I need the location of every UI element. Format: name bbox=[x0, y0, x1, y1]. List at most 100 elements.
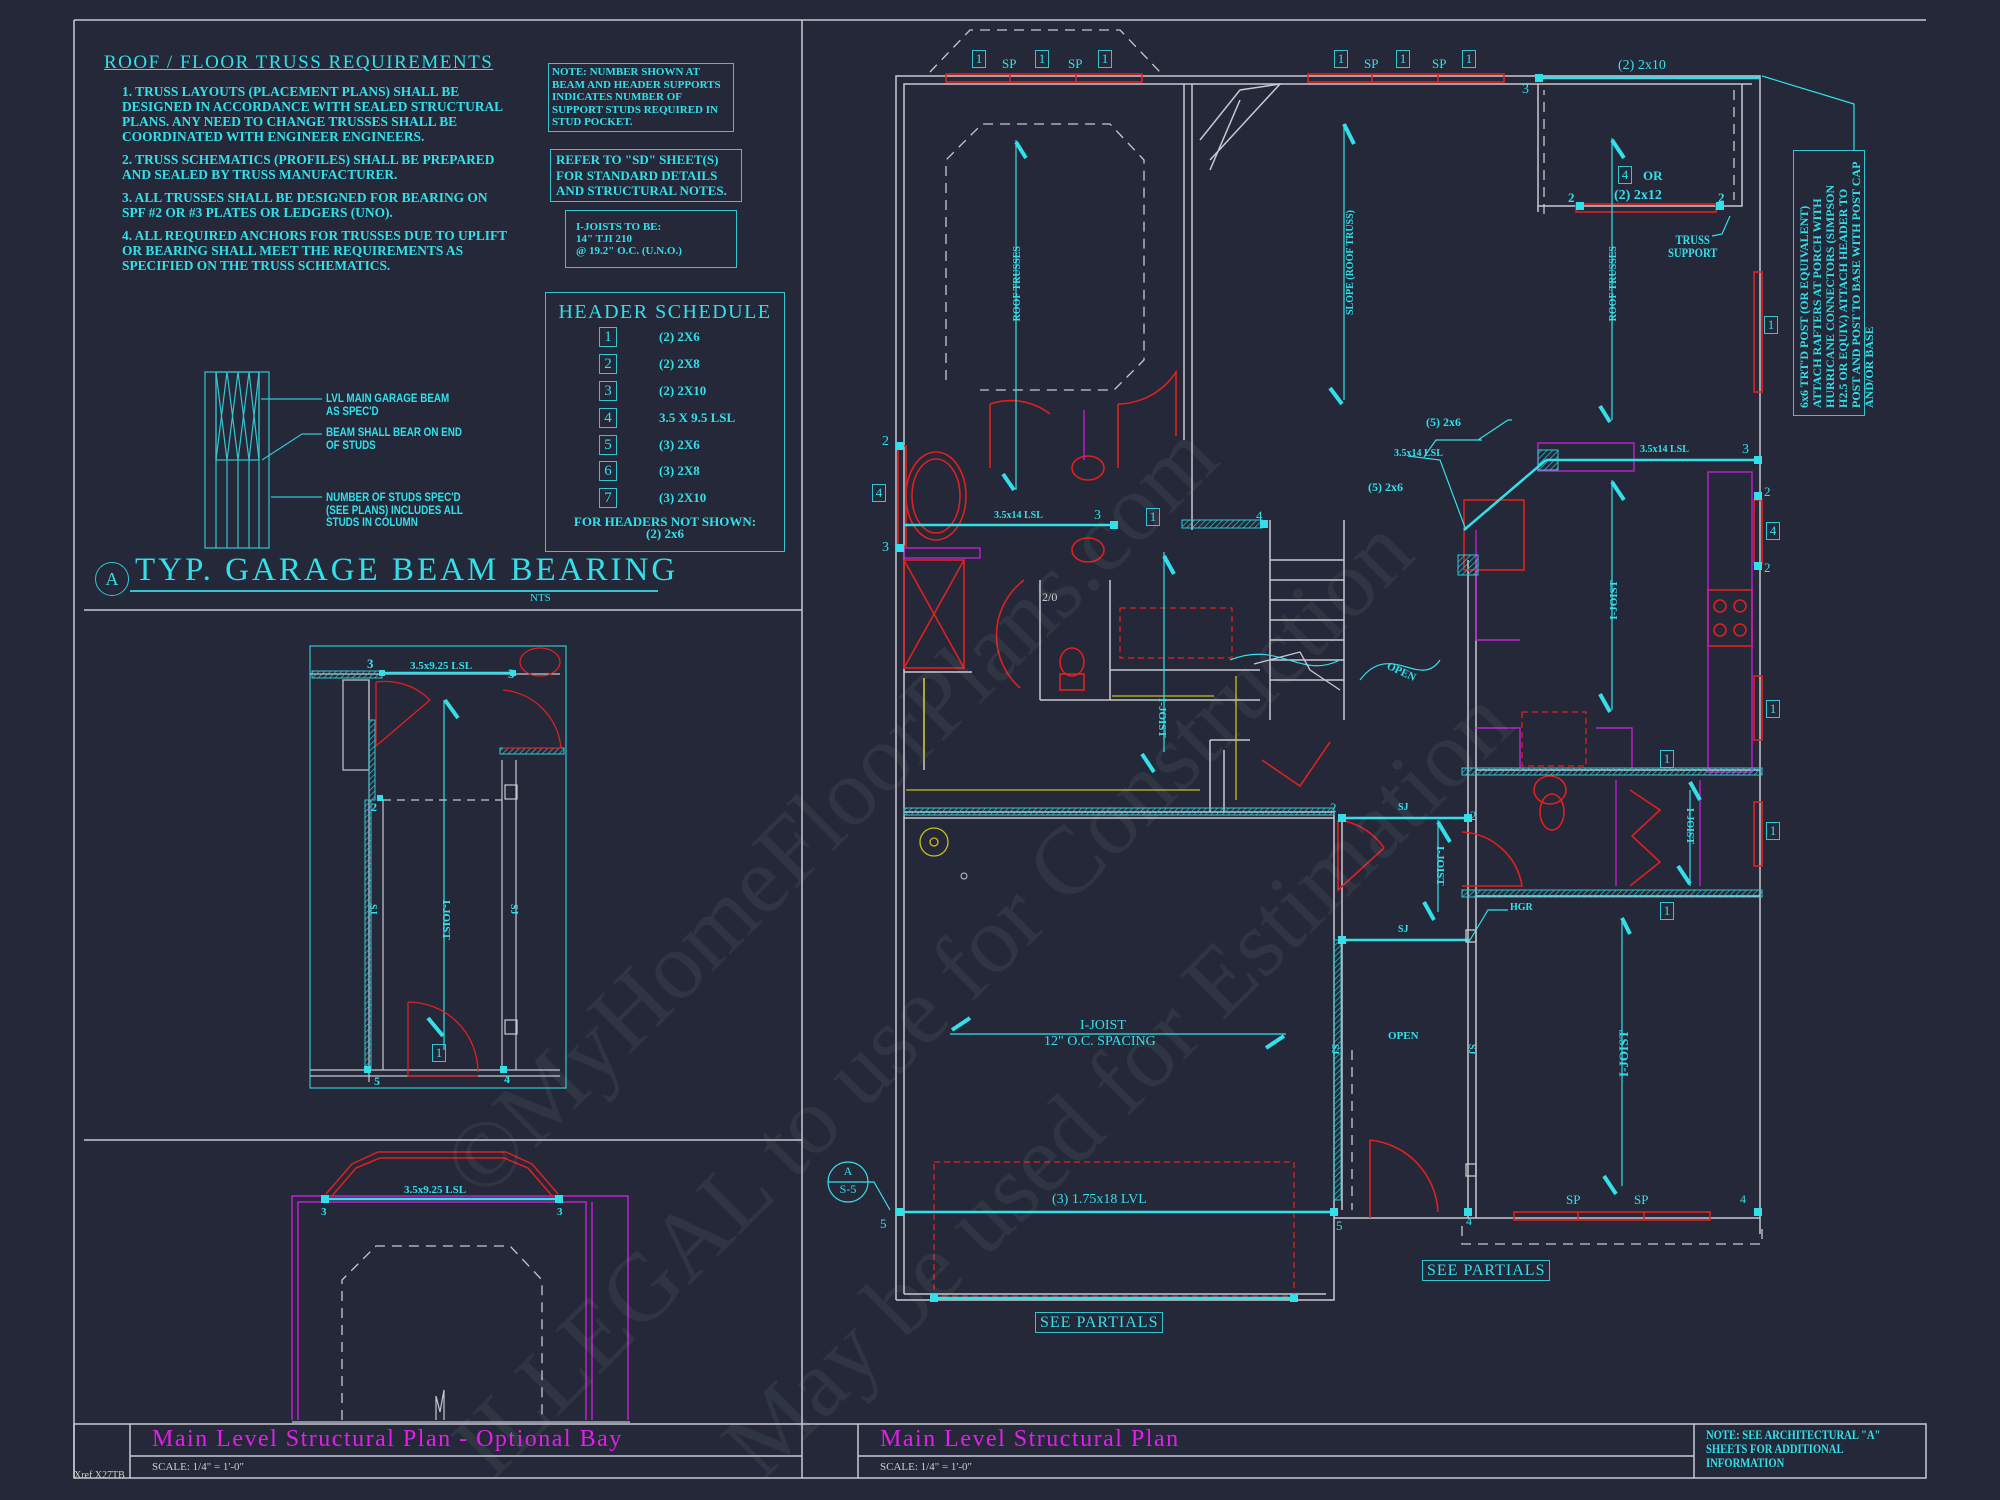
support-number: 4 bbox=[1466, 1214, 1472, 1228]
garage-beam-support: 5 bbox=[1336, 1218, 1343, 1233]
partial-post-label: 2 bbox=[371, 800, 377, 814]
kitchen-beam-label: 3.5x14 LSL bbox=[1640, 444, 1689, 455]
stud-pocket-note: NOTE: NUMBER SHOWN AT BEAM AND HEADER SU… bbox=[548, 63, 734, 132]
ijoist-label: I-JOIST bbox=[1434, 846, 1446, 886]
header-tag-1: 1 bbox=[1396, 50, 1410, 68]
truss-support-line: SUPPORT bbox=[1668, 244, 1718, 260]
header-tag-1: 1 bbox=[1035, 50, 1049, 68]
callout-line: STUDS IN COLUMN bbox=[326, 515, 418, 529]
header-tag-4: 4 bbox=[1766, 522, 1780, 540]
roof-trusses-label: ROOF TRUSSES bbox=[1608, 246, 1619, 322]
roof-trusses-label: ROOF TRUSSES bbox=[1012, 246, 1023, 322]
porch-beam-label: (2) 2x10 bbox=[1618, 58, 1666, 73]
garage-spacing-label: 12" O.C. SPACING bbox=[1044, 1034, 1156, 1049]
bath-beam-support: 3 bbox=[1094, 508, 1101, 523]
header-schedule-title: HEADER SCHEDULE bbox=[558, 301, 772, 323]
truss-support-label: TRUSS SUPPORT bbox=[1668, 233, 1718, 260]
header-size: (2) 2X6 bbox=[659, 329, 700, 345]
alt-header-or: OR bbox=[1643, 168, 1663, 183]
optional-bay-title: Main Level Structural Plan - Optional Ba… bbox=[152, 1426, 623, 1452]
sj-label: SJ bbox=[1398, 802, 1409, 813]
post-2x6-label: (5) 2x6 bbox=[1426, 415, 1461, 429]
section-marker[interactable]: A S-5 bbox=[828, 1162, 868, 1202]
architectural-note-line: INFORMATION bbox=[1706, 1456, 1785, 1470]
see-partials-link[interactable]: SEE PARTIALS bbox=[1035, 1312, 1164, 1333]
splice-label: SP bbox=[1364, 56, 1379, 71]
truss-requirements-list: 1. TRUSS LAYOUTS (PLACEMENT PLANS) SHALL… bbox=[122, 84, 512, 281]
header-size: (2) 2X10 bbox=[659, 382, 707, 398]
header-size: 3.5 X 9.5 LSL bbox=[659, 409, 736, 425]
partial-support-left: 3 bbox=[367, 656, 374, 671]
header-schedule: HEADER SCHEDULE 1(2) 2X6 2(2) 2X8 3(2) 2… bbox=[545, 292, 785, 552]
angled-beam-label: 3.5x14 LSL bbox=[1394, 448, 1443, 459]
ijoist-label: I-JOIST bbox=[1608, 580, 1620, 620]
optional-bay-scale: SCALE: 1/4" = 1'-0" bbox=[152, 1461, 245, 1473]
header-tag-1: 1 bbox=[1764, 316, 1778, 334]
bay-beam-label: 3.5x9.25 LSL bbox=[404, 1184, 467, 1196]
splice-label: SP bbox=[1068, 56, 1083, 71]
callout-line: BEAM SHALL BEAR ON END bbox=[326, 425, 462, 439]
partial-sj-label: SJ bbox=[367, 904, 378, 915]
porch-note-box bbox=[1793, 150, 1865, 416]
partial-beam-label: 3.5x9.25 LSL bbox=[410, 660, 473, 672]
partial-post-label: 4 bbox=[504, 1072, 510, 1086]
callout-line: AS SPEC'D bbox=[326, 403, 379, 418]
header-schedule-row: 1(2) 2X6 bbox=[546, 324, 784, 351]
truss-requirement-1: 1. TRUSS LAYOUTS (PLACEMENT PLANS) SHALL… bbox=[122, 84, 503, 144]
header-tag-1: 1 bbox=[1146, 508, 1160, 526]
alt-header-tag: 4 bbox=[1618, 166, 1632, 184]
sj-label: SJ bbox=[1329, 1044, 1340, 1055]
header-tag-1: 1 bbox=[1766, 822, 1780, 840]
header-schedule-row: 7(3) 2X10 bbox=[546, 485, 784, 512]
sj-label: SJ bbox=[1398, 924, 1409, 935]
callout-lvl-beam: LVL MAIN GARAGE BEAM AS SPEC'D bbox=[326, 392, 449, 417]
door-size-label: 2/0 bbox=[1042, 590, 1058, 604]
architectural-note-line: SHEETS FOR ADDITIONAL bbox=[1706, 1442, 1844, 1456]
header-tag-1: 1 bbox=[1766, 700, 1780, 718]
support-number: 2 bbox=[1764, 560, 1771, 575]
detail-scale: NTS bbox=[530, 592, 551, 604]
header-size: (3) 2X6 bbox=[659, 436, 700, 452]
partial-post-label: 5 bbox=[374, 1074, 380, 1088]
callout-beam-bear: BEAM SHALL BEAR ON END OF STUDS bbox=[326, 426, 462, 451]
header-tag-1: 1 bbox=[1660, 902, 1674, 920]
porch-beam-support: 3 bbox=[1522, 82, 1529, 97]
section-marker-sheet: S-5 bbox=[839, 1182, 857, 1196]
bath-beam-label: 3.5x14 LSL bbox=[994, 510, 1043, 521]
callout-line: OF STUDS bbox=[326, 437, 376, 452]
splice-label: SP bbox=[1432, 56, 1447, 71]
post-2x6-label: (5) 2x6 bbox=[1368, 480, 1403, 494]
ijoist-label: I-JOIST bbox=[1616, 1030, 1631, 1077]
truss-requirement-4: 4. ALL REQUIRED ANCHORS FOR TRUSSES DUE … bbox=[122, 228, 507, 273]
truss-requirements-title: ROOF / FLOOR TRUSS REQUIREMENTS bbox=[104, 52, 494, 73]
garage-beam-label: (3) 1.75x18 LVL bbox=[1052, 1192, 1147, 1207]
main-plan-scale: SCALE: 1/4" = 1'-0" bbox=[880, 1461, 973, 1473]
detail-title-underline bbox=[130, 590, 658, 592]
header-schedule-row: 6(3) 2X8 bbox=[546, 458, 784, 485]
ijoist-note: I-JOISTS TO BE: 14" TJI 210 @ 19.2" O.C.… bbox=[565, 210, 737, 268]
header-schedule-row: 5(3) 2X6 bbox=[546, 431, 784, 458]
header-tag-1: 1 bbox=[1334, 50, 1348, 68]
partial-support-right: 3 bbox=[508, 666, 515, 681]
callout-stud-count: NUMBER OF STUDS SPEC'D (SEE PLANS) INCLU… bbox=[326, 491, 463, 529]
partial-header-tag: 1 bbox=[432, 1044, 446, 1062]
support-number: 4 bbox=[1740, 1192, 1746, 1206]
support-number: 3 bbox=[882, 540, 889, 555]
header-tag-4: 4 bbox=[872, 484, 886, 502]
see-partials-link[interactable]: SEE PARTIALS bbox=[1422, 1260, 1551, 1281]
support-number: 2 bbox=[1470, 808, 1477, 823]
header-tag: 6 bbox=[599, 461, 617, 482]
porch-post-note: 6x6 TRT'D POST (OR EQUIVALENT) ATTACH RA… bbox=[1797, 162, 1876, 408]
ijoist-note-line: I-JOISTS TO BE: bbox=[576, 221, 662, 233]
bay-support-right: 3 bbox=[557, 1206, 563, 1218]
header-tag: 7 bbox=[599, 488, 617, 509]
header-schedule-row: 2(2) 2X8 bbox=[546, 351, 784, 378]
bay-support-left: 3 bbox=[321, 1206, 327, 1218]
sd-sheet-note: REFER TO "SD" SHEET(S) FOR STANDARD DETA… bbox=[550, 149, 742, 202]
header-size: (2) 2X8 bbox=[659, 356, 700, 372]
hanger-label: HGR bbox=[1510, 902, 1533, 913]
slope-label: SLOPE (ROOF TRUSS) bbox=[1345, 210, 1356, 316]
